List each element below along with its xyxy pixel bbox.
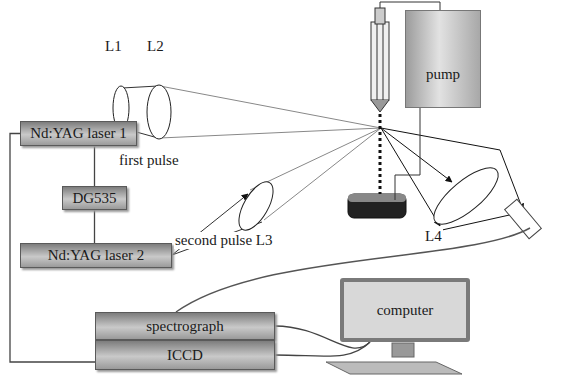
part-label: first pulse <box>118 152 180 169</box>
laser-box: Nd:YAG laser 2 <box>20 243 172 268</box>
delay-generator-box: DG535 <box>62 186 127 210</box>
node-text: spectrograph <box>146 318 223 335</box>
node-text: computer <box>377 302 434 319</box>
computer-monitor: computer <box>340 278 470 342</box>
cable-line <box>94 210 95 243</box>
node-text: pump <box>426 66 460 83</box>
node-text: DG535 <box>72 190 116 207</box>
cable-line <box>94 146 95 186</box>
cable-line <box>275 342 370 356</box>
part-label: second pulse L3 <box>174 232 273 249</box>
node-text: Nd:YAG laser 2 <box>48 247 145 264</box>
camera-box: ICCD <box>95 340 275 370</box>
node-text: ICCD <box>167 347 203 364</box>
laser-box: Nd:YAG laser 1 <box>20 121 137 146</box>
part-label: L2 <box>146 38 165 55</box>
pump-box: pump <box>405 10 481 108</box>
node-text: Nd:YAG laser 1 <box>30 125 127 142</box>
part-label: L4 <box>424 228 443 245</box>
spectrograph-box: spectrograph <box>95 312 275 340</box>
part-label: L1 <box>104 38 123 55</box>
